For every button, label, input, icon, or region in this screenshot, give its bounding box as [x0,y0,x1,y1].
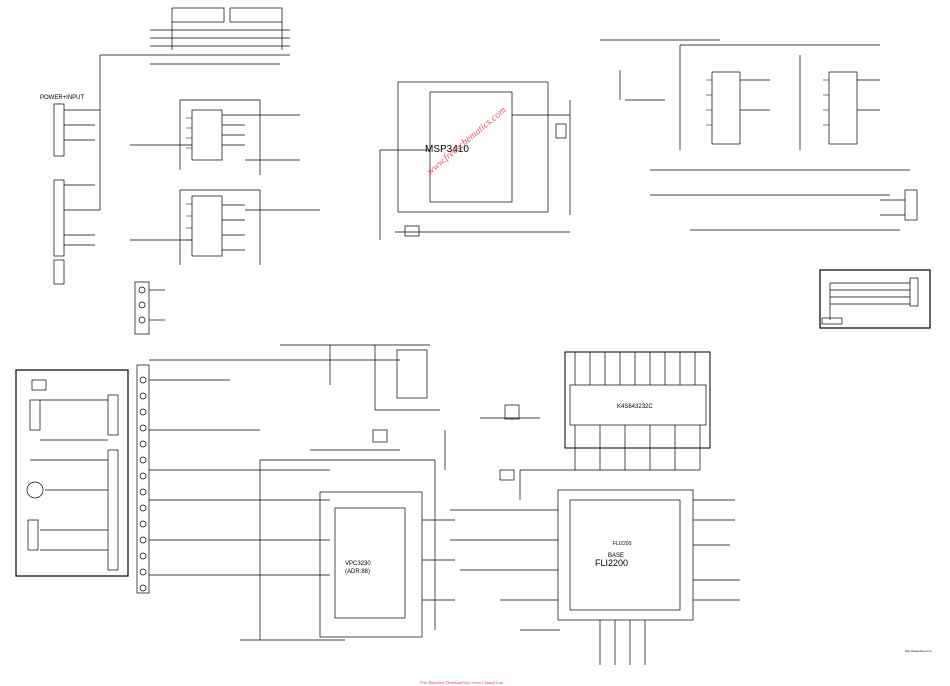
fli2200-base-label: BASE [608,553,624,559]
fli2200-label: FLI2200 [595,558,628,568]
regulator-ic [280,344,440,451]
msp3410-label: MSP3410 [425,144,469,155]
power-input-connector [53,103,100,285]
vpc3230-block [240,430,455,641]
sdram-block [564,351,711,470]
vpc3230-address-label: (ADR:88) [345,569,370,575]
fli2200-block [450,404,740,665]
vpc3230-label: VPC3230 [345,561,371,567]
output-jacks [134,281,165,335]
msp3410-block [379,81,571,240]
audio-ic-upper [130,99,300,175]
sdram-label: K4S643232C [617,404,653,410]
right-ic-section [600,39,918,231]
watermark: www.freeschematics.com [425,105,509,178]
corner-note: http://www.free.com [905,649,932,653]
lower-left-panel [15,369,129,577]
footer-text: Free Datasheet Download http://www.China… [419,680,503,685]
fli2200-small-label: FLI2200 [613,541,632,547]
scart-connector [136,359,400,594]
audio-ic-lower [130,189,320,265]
top-connector-block [99,7,290,210]
power-input-label: POWER+INPUT [40,95,85,101]
boxed-connector [819,269,931,329]
